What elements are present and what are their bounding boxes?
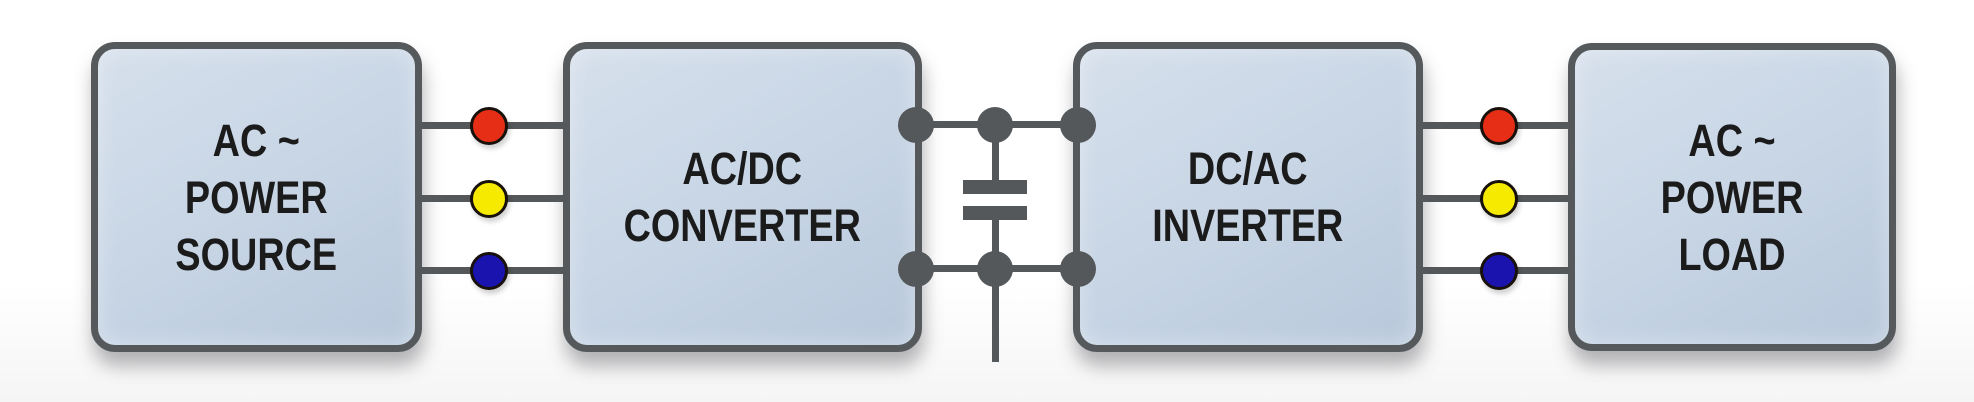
- block-label: DC/AC INVERTER: [1152, 140, 1343, 254]
- block-label-line: AC ~: [212, 114, 301, 166]
- capacitor-bottom-lead: [992, 218, 999, 362]
- block-label: AC ~ POWER SOURCE: [176, 112, 338, 283]
- block-label-line: POWER: [185, 171, 328, 223]
- terminal-dot-yellow-left: [470, 180, 508, 218]
- capacitor-top-lead: [992, 125, 999, 182]
- dc-node-dot: [1060, 107, 1096, 143]
- block-dc-ac-inverter: DC/AC INVERTER: [1073, 42, 1423, 352]
- terminal-dot-blue-left: [470, 252, 508, 290]
- block-label: AC/DC CONVERTER: [624, 140, 861, 254]
- terminal-dot-yellow-right: [1480, 180, 1518, 218]
- dc-node-dot: [977, 251, 1013, 287]
- terminal-dot-red-left: [470, 107, 508, 145]
- block-label-line: AC/DC: [682, 143, 803, 194]
- block-label-line: AC ~: [1688, 114, 1776, 166]
- dc-node-dot: [1060, 251, 1096, 287]
- block-ac-dc-converter: AC/DC CONVERTER: [563, 42, 922, 352]
- block-ac-power-source: AC ~ POWER SOURCE: [91, 42, 422, 352]
- terminal-dot-red-right: [1480, 107, 1518, 145]
- dc-node-dot: [898, 251, 934, 287]
- block-label-line: POWER: [1660, 171, 1804, 223]
- block-label-line: SOURCE: [175, 228, 338, 280]
- block-label-line: DC/AC: [1188, 143, 1308, 194]
- block-label-line: LOAD: [1678, 228, 1786, 280]
- capacitor-plate-top: [963, 180, 1027, 194]
- block-label-line: INVERTER: [1152, 200, 1344, 251]
- block-ac-power-load: AC ~ POWER LOAD: [1568, 43, 1896, 351]
- block-label: AC ~ POWER LOAD: [1661, 112, 1804, 283]
- dc-node-dot: [898, 107, 934, 143]
- dc-node-dot: [977, 107, 1013, 143]
- terminal-dot-blue-right: [1480, 252, 1518, 290]
- block-label-line: CONVERTER: [623, 200, 862, 251]
- capacitor-plate-bottom: [963, 206, 1027, 220]
